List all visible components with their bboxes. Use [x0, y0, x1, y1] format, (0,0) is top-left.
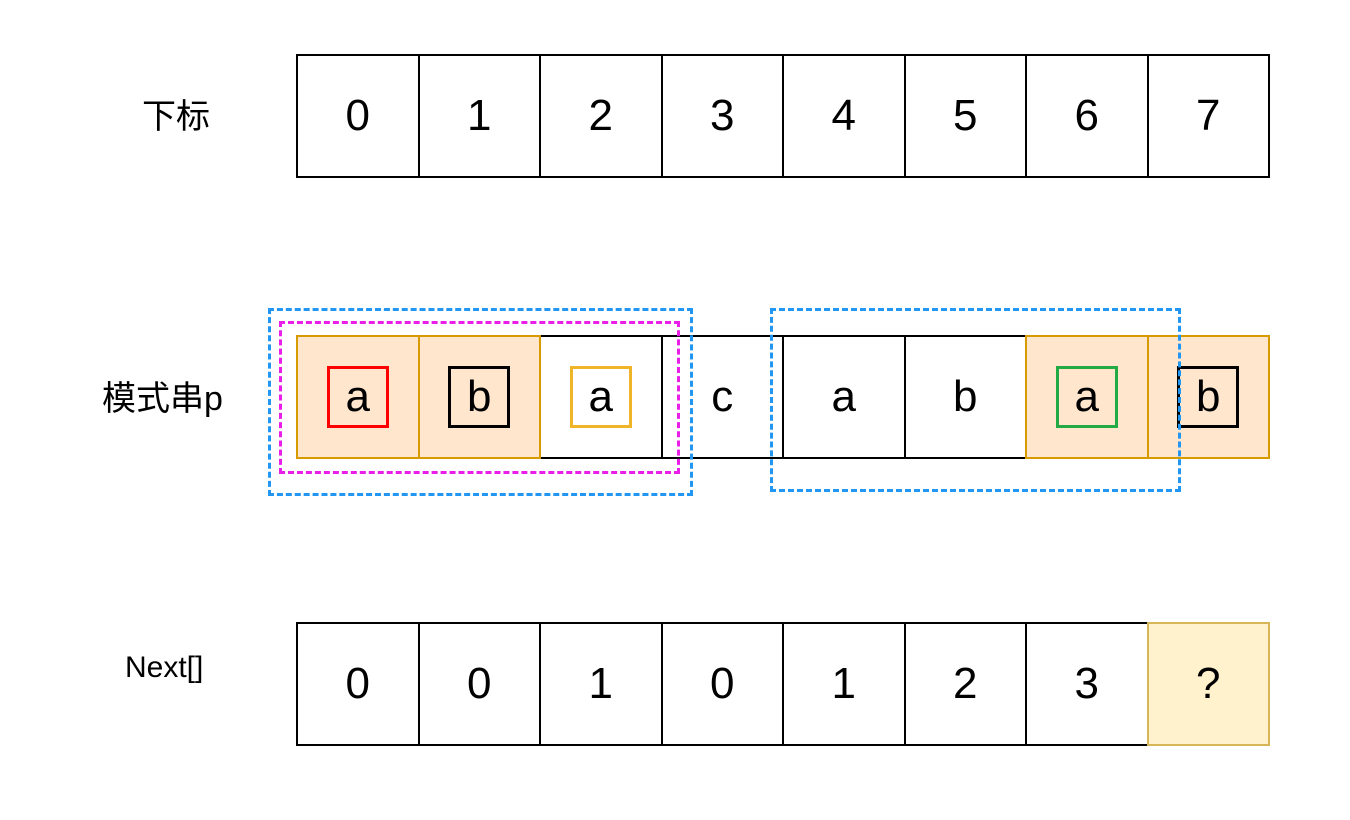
- pattern-cell: c: [660, 335, 784, 459]
- pattern-char: b: [1177, 366, 1240, 428]
- index-cell: 4: [782, 54, 906, 178]
- index-cell: 5: [903, 54, 1027, 178]
- pattern-cell: a: [539, 335, 663, 459]
- pattern-cell: b: [1146, 335, 1270, 459]
- next-cell: 2: [903, 622, 1027, 746]
- index-cell: 6: [1025, 54, 1149, 178]
- pattern-cell: a: [1025, 335, 1149, 459]
- index-row-label: 下标: [142, 98, 210, 136]
- next-cell: 1: [782, 622, 906, 746]
- index-row: 0 1 2 3 4 5 6 7: [296, 54, 1270, 178]
- index-cell: 0: [296, 54, 420, 178]
- index-cell: 7: [1146, 54, 1270, 178]
- next-row: 0 0 1 0 1 2 3 ?: [296, 622, 1270, 746]
- pattern-cell: a: [296, 335, 420, 459]
- pattern-row: a b a c a b a b: [296, 335, 1270, 459]
- next-cell: 1: [539, 622, 663, 746]
- index-cell: 1: [417, 54, 541, 178]
- index-cell: 3: [660, 54, 784, 178]
- pattern-char: a: [569, 366, 632, 428]
- pattern-char: a: [326, 366, 389, 428]
- index-cell: 2: [539, 54, 663, 178]
- pattern-cell: a: [782, 335, 906, 459]
- next-cell: 3: [1025, 622, 1149, 746]
- next-cell: 0: [660, 622, 784, 746]
- next-cell: 0: [296, 622, 420, 746]
- next-cell: 0: [417, 622, 541, 746]
- pattern-cell: b: [903, 335, 1027, 459]
- next-cell-unknown: ?: [1146, 622, 1270, 746]
- pattern-char: b: [448, 366, 511, 428]
- pattern-char: a: [831, 372, 856, 421]
- pattern-char: c: [711, 372, 734, 421]
- next-row-label: Next[]: [125, 651, 204, 684]
- pattern-char: b: [953, 372, 978, 421]
- pattern-char: a: [1055, 366, 1118, 428]
- pattern-row-label: 模式串p: [102, 380, 223, 418]
- pattern-cell: b: [417, 335, 541, 459]
